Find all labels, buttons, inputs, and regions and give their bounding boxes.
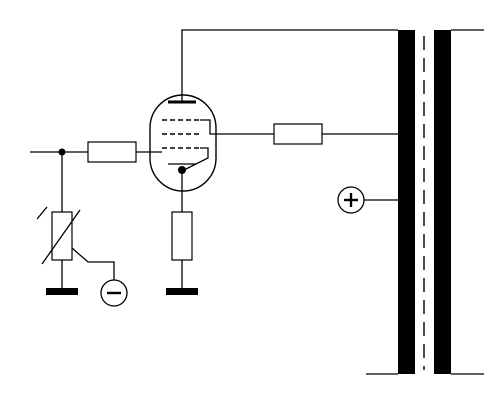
grid-resistor xyxy=(87,141,137,163)
wire-wiper-to-negative-terminal xyxy=(71,247,115,280)
wire-suppressor-to-cathode xyxy=(183,147,209,171)
screen-resistor xyxy=(273,123,323,145)
potentiometer-arrow xyxy=(41,209,81,265)
wire-anode-to-transformer xyxy=(181,29,398,102)
ground-symbol-right xyxy=(166,288,198,295)
transformer-primary xyxy=(398,30,415,374)
transformer-secondary xyxy=(434,30,451,374)
tube-envelope xyxy=(149,94,217,192)
potentiometer-arrow-head xyxy=(36,206,48,220)
negative-bias-terminal xyxy=(100,279,128,307)
cathode-resistor xyxy=(171,211,193,261)
ground-symbol-left xyxy=(46,288,78,295)
positive-supply-terminal xyxy=(337,186,365,214)
